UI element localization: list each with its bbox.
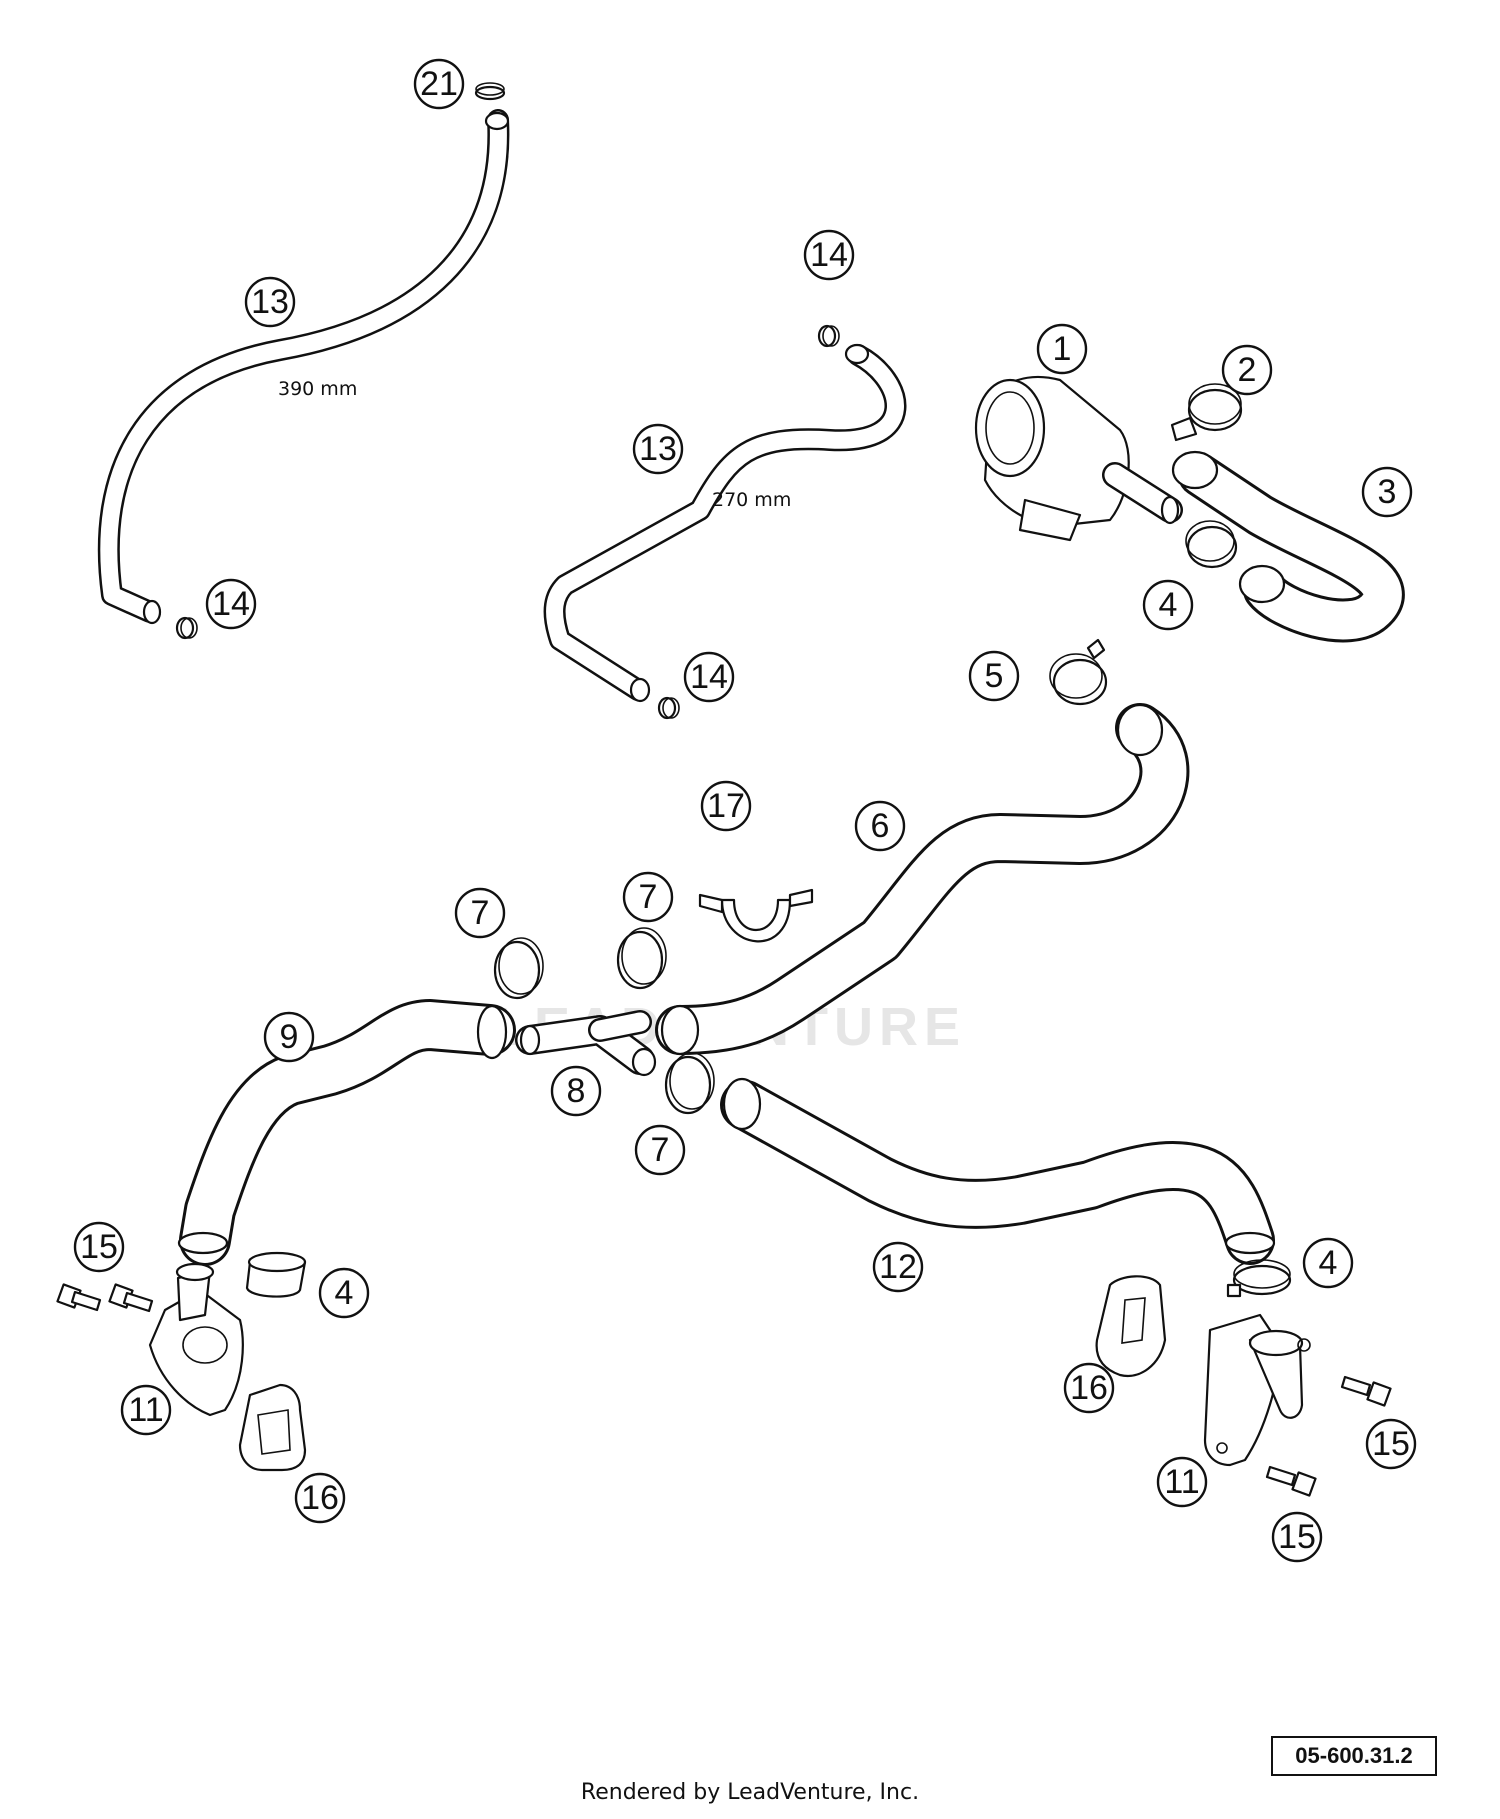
svg-text:2: 2 [1238, 351, 1257, 389]
callout-15-b: 15 [1365, 1418, 1417, 1470]
svg-text:6: 6 [871, 807, 890, 845]
hose-clamp-7-left [493, 937, 544, 1000]
hose-clamp-7-mid [616, 927, 667, 990]
callout-14-top: 14 [803, 229, 855, 281]
callout-13-long: 13 [244, 276, 296, 328]
bolt-15-a [56, 1283, 102, 1312]
svg-text:5: 5 [985, 657, 1004, 695]
callout-13-short: 13 [632, 423, 684, 475]
svg-text:15: 15 [80, 1228, 118, 1266]
callout-4-top: 4 [1142, 579, 1194, 631]
hose-390mm [97, 109, 510, 625]
svg-text:8: 8 [567, 1072, 586, 1110]
svg-text:13: 13 [639, 430, 677, 468]
svg-text:13: 13 [251, 283, 289, 321]
hose-clamp-4-left [245, 1251, 307, 1298]
callout-7-mid: 7 [622, 871, 674, 923]
svg-text:16: 16 [301, 1479, 339, 1517]
small-clamp-14-left [175, 616, 198, 640]
svg-text:21: 21 [420, 65, 458, 103]
callout-15-a: 15 [73, 1221, 125, 1273]
footer-credit: Rendered by LeadVenture, Inc. [580, 1780, 920, 1805]
small-clamp-14-top [817, 324, 840, 348]
callout-2: 2 [1221, 344, 1273, 396]
svg-text:4: 4 [335, 1274, 354, 1312]
svg-text:14: 14 [690, 658, 728, 696]
svg-text:9: 9 [280, 1018, 299, 1056]
valve-cover-11-right [1203, 1313, 1311, 1467]
callout-14-left: 14 [205, 578, 257, 630]
svg-text:11: 11 [1164, 1463, 1199, 1501]
hose-270mm [543, 343, 907, 703]
callout-8: 8 [550, 1065, 602, 1117]
svg-text:7: 7 [471, 894, 490, 932]
svg-text:14: 14 [810, 236, 848, 274]
callout-16-right: 16 [1063, 1362, 1115, 1414]
bolt-15-b [108, 1283, 154, 1313]
small-clamp-14-mid [657, 696, 680, 720]
callout-4-right: 4 [1302, 1237, 1354, 1289]
callout-11-right: 11 [1156, 1456, 1208, 1508]
callout-9: 9 [263, 1011, 315, 1063]
svg-text:17: 17 [707, 787, 745, 825]
svg-text:7: 7 [639, 878, 658, 916]
small-clamp-21 [474, 82, 506, 101]
svg-text:14: 14 [212, 585, 250, 623]
callout-16-left: 16 [294, 1472, 346, 1524]
svg-text:16: 16 [1070, 1369, 1108, 1407]
callout-7-bottom: 7 [634, 1124, 686, 1176]
hose-clamp-2 [1170, 383, 1243, 442]
svg-text:15: 15 [1372, 1425, 1410, 1463]
dimension-390mm: 390 mm [278, 378, 357, 400]
callout-1: 1 [1036, 323, 1088, 375]
callout-12: 12 [872, 1241, 924, 1293]
callout-4-left: 4 [318, 1267, 370, 1319]
svg-text:3: 3 [1378, 473, 1397, 511]
hose-12 [720, 1077, 1276, 1265]
callout-3: 3 [1361, 466, 1413, 518]
callout-14-mid: 14 [683, 651, 735, 703]
callout-7-left: 7 [454, 887, 506, 939]
svg-text:12: 12 [879, 1248, 917, 1286]
bolt-15-c [1340, 1375, 1392, 1407]
callout-17: 17 [700, 780, 752, 832]
reed-valve-16-left [238, 1383, 307, 1472]
hose-clamp-4-right [1226, 1259, 1292, 1298]
bent-hose-3 [1171, 450, 1405, 643]
hose-clamp-4-top [1185, 520, 1238, 569]
callout-11-left: 11 [120, 1384, 172, 1436]
dimension-270mm: 270 mm [712, 489, 791, 511]
callout-21: 21 [413, 58, 465, 110]
svg-text:1: 1 [1053, 330, 1072, 368]
svg-text:4: 4 [1319, 1244, 1338, 1282]
valve-cover-11-left [148, 1262, 244, 1417]
svg-text:11: 11 [128, 1391, 163, 1429]
hose-9 [177, 999, 516, 1266]
main-hose-6 [655, 703, 1190, 1056]
filter-housing [974, 376, 1183, 542]
reference-code: 05-600.31.2 [1271, 1736, 1437, 1776]
svg-text:7: 7 [651, 1131, 670, 1169]
y-connector-8 [515, 1010, 657, 1077]
callout-6: 6 [854, 800, 906, 852]
bolt-15-d [1265, 1465, 1317, 1497]
mount-clamp-17 [698, 888, 814, 943]
callout-5: 5 [968, 650, 1020, 702]
callout-15-c: 15 [1271, 1511, 1323, 1563]
reed-valve-16-right [1095, 1275, 1167, 1378]
svg-text:4: 4 [1159, 586, 1178, 624]
hose-clamp-7-bottom [664, 1052, 715, 1115]
hose-clamp-5 [1049, 638, 1108, 706]
svg-text:15: 15 [1278, 1518, 1316, 1556]
